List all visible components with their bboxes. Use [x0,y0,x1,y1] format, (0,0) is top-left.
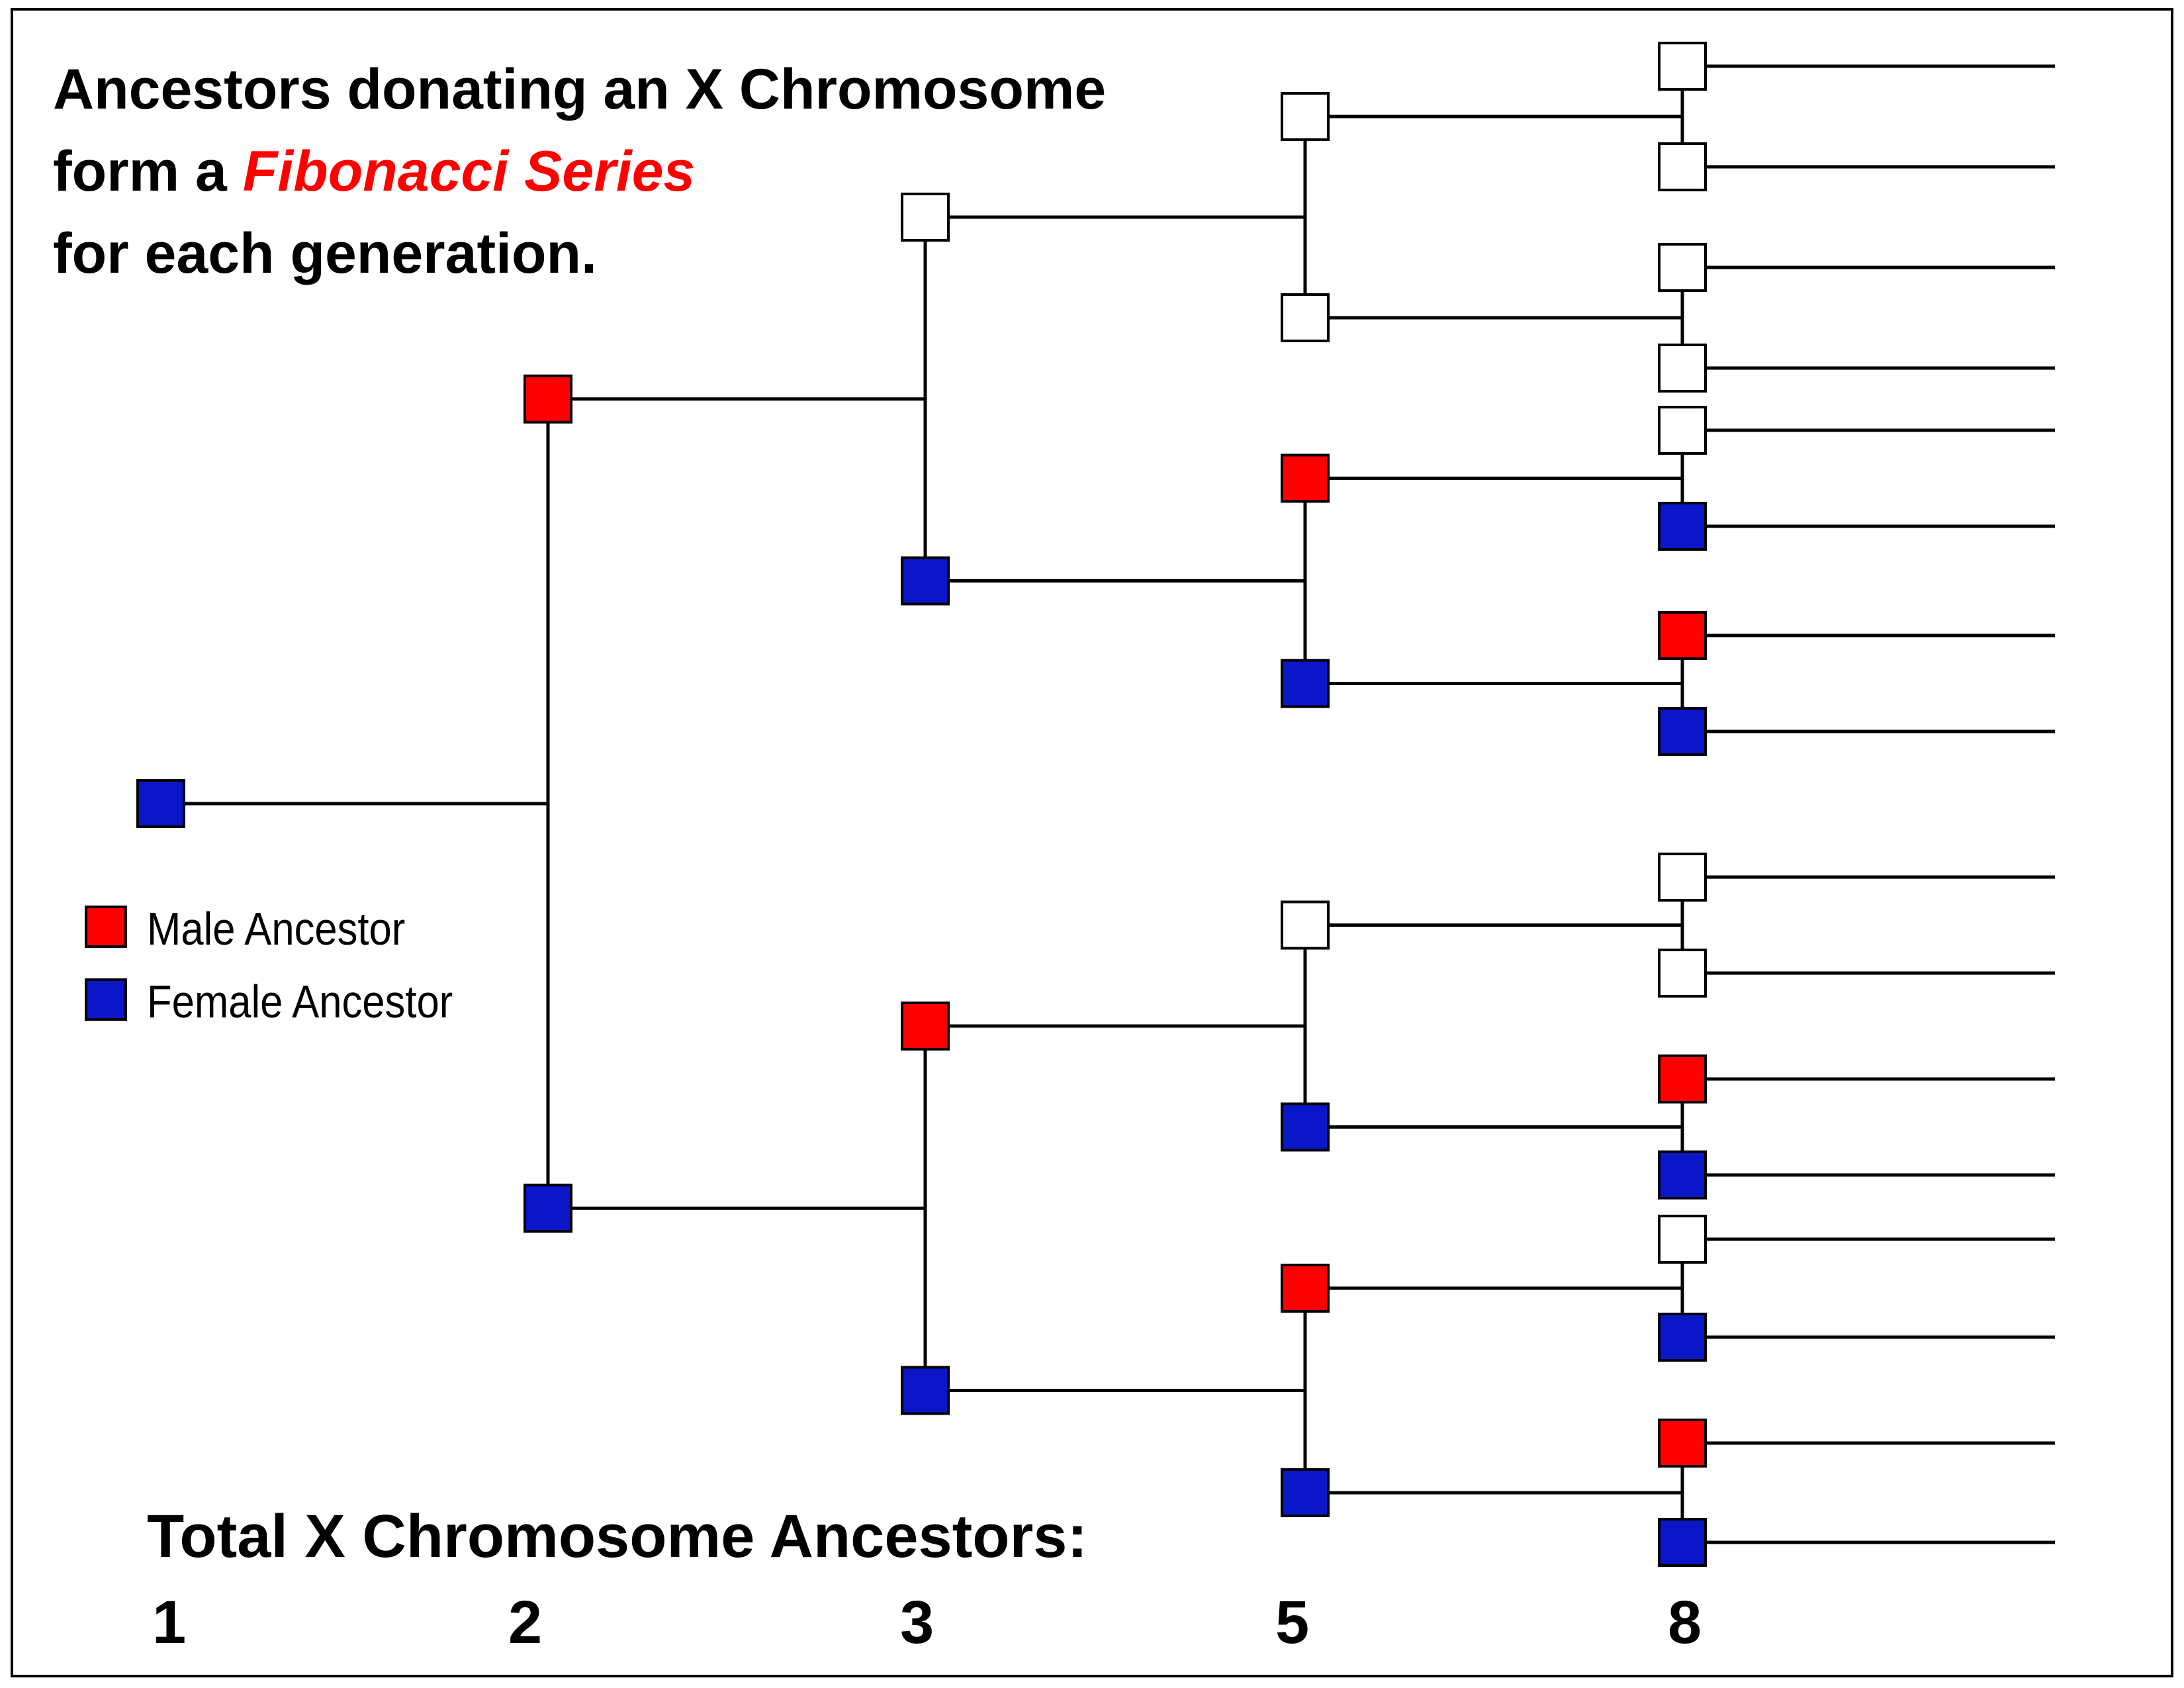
legend-female-label: Female Ancestor [147,976,453,1027]
ancestor-box-male [1658,611,1707,660]
ancestor-box-male [1281,453,1330,503]
ancestor-box-none [1658,1215,1707,1264]
ancestor-box-male [1281,1264,1330,1313]
legend-female-swatch [85,978,127,1021]
legend-male-swatch [85,906,127,948]
ancestor-box-none [1281,900,1330,950]
title-line-1: Ancestors donating an X Chromosome [53,58,1107,121]
count-generation-1: 1 [152,1589,187,1656]
ancestor-box-none [1658,243,1707,292]
ancestor-box-female [1658,707,1707,756]
ancestor-box-none [1281,92,1330,141]
ancestor-box-female [1658,1313,1707,1362]
total-label: Total X Chromosome Ancestors: [147,1503,1088,1570]
count-generation-4: 5 [1275,1589,1310,1656]
title-line-3: for each generation. [53,222,597,285]
ancestor-box-female [1281,659,1330,708]
count-generation-3: 3 [900,1589,934,1656]
diagram-frame [11,8,2173,1677]
ancestor-box-male [1658,1055,1707,1103]
title-line-2-prefix: form a [53,140,243,203]
count-generation-2: 2 [508,1589,543,1656]
ancestor-box-none [1658,853,1707,902]
ancestor-box-female [136,779,185,828]
ancestor-box-none [901,193,950,242]
ancestor-box-none [1658,344,1707,393]
ancestor-box-male [523,374,572,424]
ancestor-box-none [1658,949,1707,998]
ancestor-box-female [1658,1518,1707,1567]
count-generation-5: 8 [1668,1589,1702,1656]
ancestor-box-female [1658,502,1707,551]
ancestor-box-male [901,1002,950,1051]
ancestor-box-none [1658,142,1707,191]
ancestor-box-female [901,556,950,606]
ancestor-box-female [1658,1150,1707,1199]
ancestor-box-female [523,1184,572,1233]
ancestor-box-female [1281,1102,1330,1152]
ancestor-box-none [1281,293,1330,342]
ancestor-box-male [1658,1419,1707,1468]
ancestor-box-none [1658,42,1707,91]
title-line-2: form a Fibonacci Series [53,143,695,200]
legend-male-label: Male Ancestor [147,903,406,955]
ancestor-box-none [1658,406,1707,455]
ancestor-box-female [901,1366,950,1415]
title-highlight: Fibonacci Series [242,140,696,203]
ancestor-box-female [1281,1468,1330,1517]
